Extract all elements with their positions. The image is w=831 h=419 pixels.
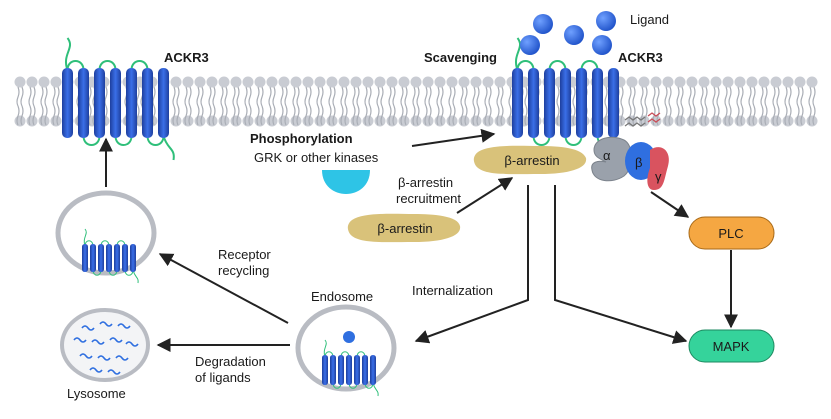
lysosome-label: Lysosome bbox=[67, 386, 126, 401]
internalization-label: Internalization bbox=[412, 283, 493, 298]
endosome-label: Endosome bbox=[311, 289, 373, 304]
ackr3-receptor-left bbox=[62, 37, 175, 161]
g-gamma-label: γ bbox=[655, 169, 662, 184]
scavenging-label: Scavenging bbox=[424, 50, 497, 65]
ligand-molecule bbox=[564, 25, 584, 45]
endosome-ligand bbox=[343, 331, 355, 343]
recycling-vesicle bbox=[55, 190, 157, 284]
g-alpha-label: α bbox=[603, 148, 611, 163]
grk-kinase-shape bbox=[322, 170, 370, 194]
ackr3-receptor-right bbox=[512, 37, 625, 161]
arrow-internalization bbox=[414, 185, 529, 344]
beta-arrestin-bound bbox=[473, 145, 587, 175]
arrow-phosphorylation bbox=[411, 128, 496, 147]
g-gamma-subunit bbox=[647, 147, 669, 190]
mapk-label: MAPK bbox=[713, 339, 750, 354]
arrows bbox=[99, 128, 738, 352]
g-beta-label: β bbox=[635, 155, 642, 170]
beta-arrestin-free bbox=[347, 213, 461, 243]
arrow-gprotein-to-plc bbox=[650, 191, 690, 218]
ackr3-right-label: ACKR3 bbox=[618, 50, 663, 65]
beta-arrestin-free-label: β-arrestin bbox=[377, 221, 432, 236]
mapk-node bbox=[688, 329, 775, 363]
degradation-label-1: Degradation bbox=[195, 354, 266, 369]
vesicle-receptor bbox=[82, 228, 139, 284]
arrestin-recruitment-label-2: recruitment bbox=[396, 191, 461, 206]
g-protein-complex: α β γ bbox=[591, 112, 669, 190]
lysosome-vesicle bbox=[60, 308, 150, 382]
beta-arrestin-bound-label: β-arrestin bbox=[504, 153, 559, 168]
ligand-molecule bbox=[596, 11, 616, 31]
grk-label: GRK or other kinases bbox=[254, 150, 379, 165]
g-alpha-subunit bbox=[591, 136, 632, 182]
receptor-recycling-label-1: Receptor bbox=[218, 247, 271, 262]
degraded-ligand-fragments bbox=[73, 321, 139, 375]
plc-node bbox=[688, 216, 775, 250]
g-beta-subunit bbox=[625, 142, 657, 180]
arrestin-recruitment-label-1: β-arrestin bbox=[398, 175, 453, 190]
ligand-label: Ligand bbox=[630, 12, 669, 27]
phosphorylation-label: Phosphorylation bbox=[250, 131, 353, 146]
arrow-arrestin-recruit bbox=[456, 177, 514, 214]
vesicle-receptor bbox=[322, 339, 379, 397]
ligand-group bbox=[520, 11, 616, 55]
degradation-label-2: of ligands bbox=[195, 370, 251, 385]
endosome-vesicle bbox=[295, 304, 397, 397]
receptor-recycling-label-2: recycling bbox=[218, 263, 269, 278]
ackr3-left-label: ACKR3 bbox=[164, 50, 209, 65]
ligand-molecule bbox=[592, 35, 612, 55]
ligand-molecule bbox=[533, 14, 553, 34]
ligand-molecule bbox=[520, 35, 540, 55]
arrow-to-mapk bbox=[554, 185, 688, 344]
arrow-receptor-recycling bbox=[158, 253, 289, 324]
plc-label: PLC bbox=[718, 226, 743, 241]
